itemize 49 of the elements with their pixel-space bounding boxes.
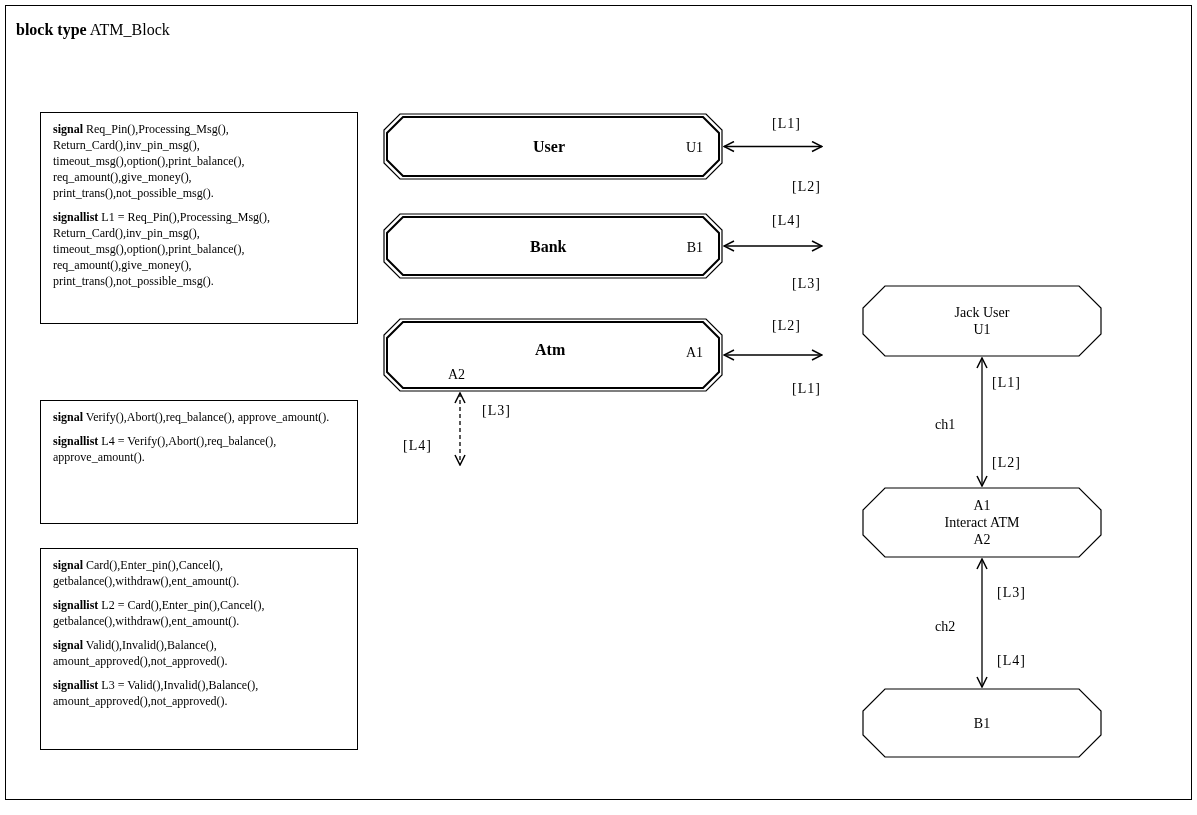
signal-text: signallist L3 = Valid(),Invalid(),Balance(), amount_approved(),not_approved(). (53, 677, 260, 709)
node-text: U1 (685, 139, 703, 157)
signal-list-label: [L1] (992, 374, 1021, 392)
process-octagon (862, 285, 1102, 357)
signal-list-label: [L2] (992, 454, 1021, 472)
signal-list-label: [L2] (772, 317, 801, 335)
process-octagon (862, 487, 1102, 558)
connector-arrow (976, 357, 988, 487)
node-text: Bank (530, 237, 567, 257)
signal-text: signal Req_Pin(),Processing_Msg(), Return_Card(),inv_pin_msg(), timeout_msg(),option(),print_balance(), req_amount(),give_money(), print_trans(),not_possible_msg(). (53, 121, 246, 201)
signal-list-label: [L3] (482, 402, 511, 420)
signal-list-label: [L3] (997, 584, 1026, 602)
connector-arrow (976, 558, 988, 688)
process-octagon (383, 318, 723, 392)
node-text: User (533, 137, 565, 157)
signal-declaration-box (40, 400, 358, 524)
node-text: Jack User (954, 304, 1010, 321)
signal-list-label: [L1] (772, 115, 801, 133)
signal-list-label: [L4] (403, 437, 432, 455)
signal-list-label: [L4] (772, 212, 801, 230)
signal-text: signallist L2 = Card(),Enter_pin(),Cancel(), getbalance(),withdraw(),ent_amount(). (53, 597, 266, 629)
node-text: A1 (973, 497, 991, 514)
signal-text: signal Verify(),Abort(),req_balance(), approve_amount(). (53, 409, 331, 425)
signal-text: signal Card(),Enter_pin(),Cancel(), getbalance(),withdraw(),ent_amount(). (53, 557, 241, 589)
signal-text: signallist L4 = Verify(),Abort(),req_balance(), approve_amount(). (53, 433, 278, 465)
signal-text: signallist L1 = Req_Pin(),Processing_Msg(), Return_Card(),inv_pin_msg(), timeout_msg(),option(),print_balance(), req_amount(),give_money(), print_trans(),not_possible_msg(). (53, 209, 272, 289)
node-text: U1 (973, 321, 991, 338)
signal-list-label: [L4] (997, 652, 1026, 670)
node-text: B1 (973, 714, 991, 732)
node-text: A1 (685, 344, 703, 362)
connector-arrow (723, 349, 823, 361)
connector-arrow (723, 240, 823, 252)
node-text: Atm (535, 340, 566, 360)
connector-arrow (723, 140, 823, 153)
signal-list-label: [L2] (792, 178, 821, 196)
process-octagon (862, 688, 1102, 758)
process-octagon (383, 213, 723, 279)
process-octagon (383, 113, 723, 180)
signal-declaration-box (40, 548, 358, 750)
node-text: A2 (448, 366, 466, 384)
signal-list-label: [L1] (792, 380, 821, 398)
signal-declaration-box (40, 112, 358, 324)
signal-list-label: [L3] (792, 275, 821, 293)
connector-arrow (454, 392, 466, 466)
node-text: B1 (686, 239, 703, 257)
node-text: Interact ATM (944, 514, 1020, 531)
node-text: A2 (973, 531, 991, 548)
block-title: block type ATM_Block (16, 20, 170, 41)
signal-text: signal Valid(),Invalid(),Balance(), amount_approved(),not_approved(). (53, 637, 229, 669)
